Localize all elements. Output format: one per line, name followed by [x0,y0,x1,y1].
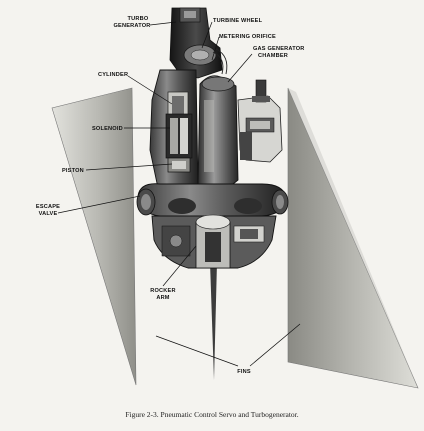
label-gas-generator-line1: GAS GENERATOR [253,46,305,52]
label-escape-valve-line1: ESCAPE [36,204,60,210]
label-turbine-wheel: TURBINE WHEEL [213,18,263,24]
label-rocker-arm-line1: ROCKER [150,288,175,294]
label-escape-valve-line2: VALVE [39,211,58,217]
label-solenoid: SOLENOID [92,126,123,132]
label-fins: FINS [237,369,251,375]
leader-lines [57,21,301,367]
label-metering-orifice: METERING ORIFICE [219,34,276,40]
left-fin [51,87,137,386]
label-cylinder: CYLINDER [98,72,128,78]
label-turbo-generator-line2: GENERATOR [113,23,150,29]
label-gas-generator-line2: CHAMBER [258,53,288,59]
manifold [137,183,287,217]
label-turbo-generator-line1: TURBO [128,16,149,22]
right-fin-edge [288,88,418,388]
solenoid [165,113,193,159]
control-rod [210,262,217,380]
label-piston: PISTON [62,168,84,174]
label-rocker-arm-line2: ARM [156,295,169,301]
figure-caption: Figure 2-3. Pneumatic Control Servo and … [125,410,299,419]
